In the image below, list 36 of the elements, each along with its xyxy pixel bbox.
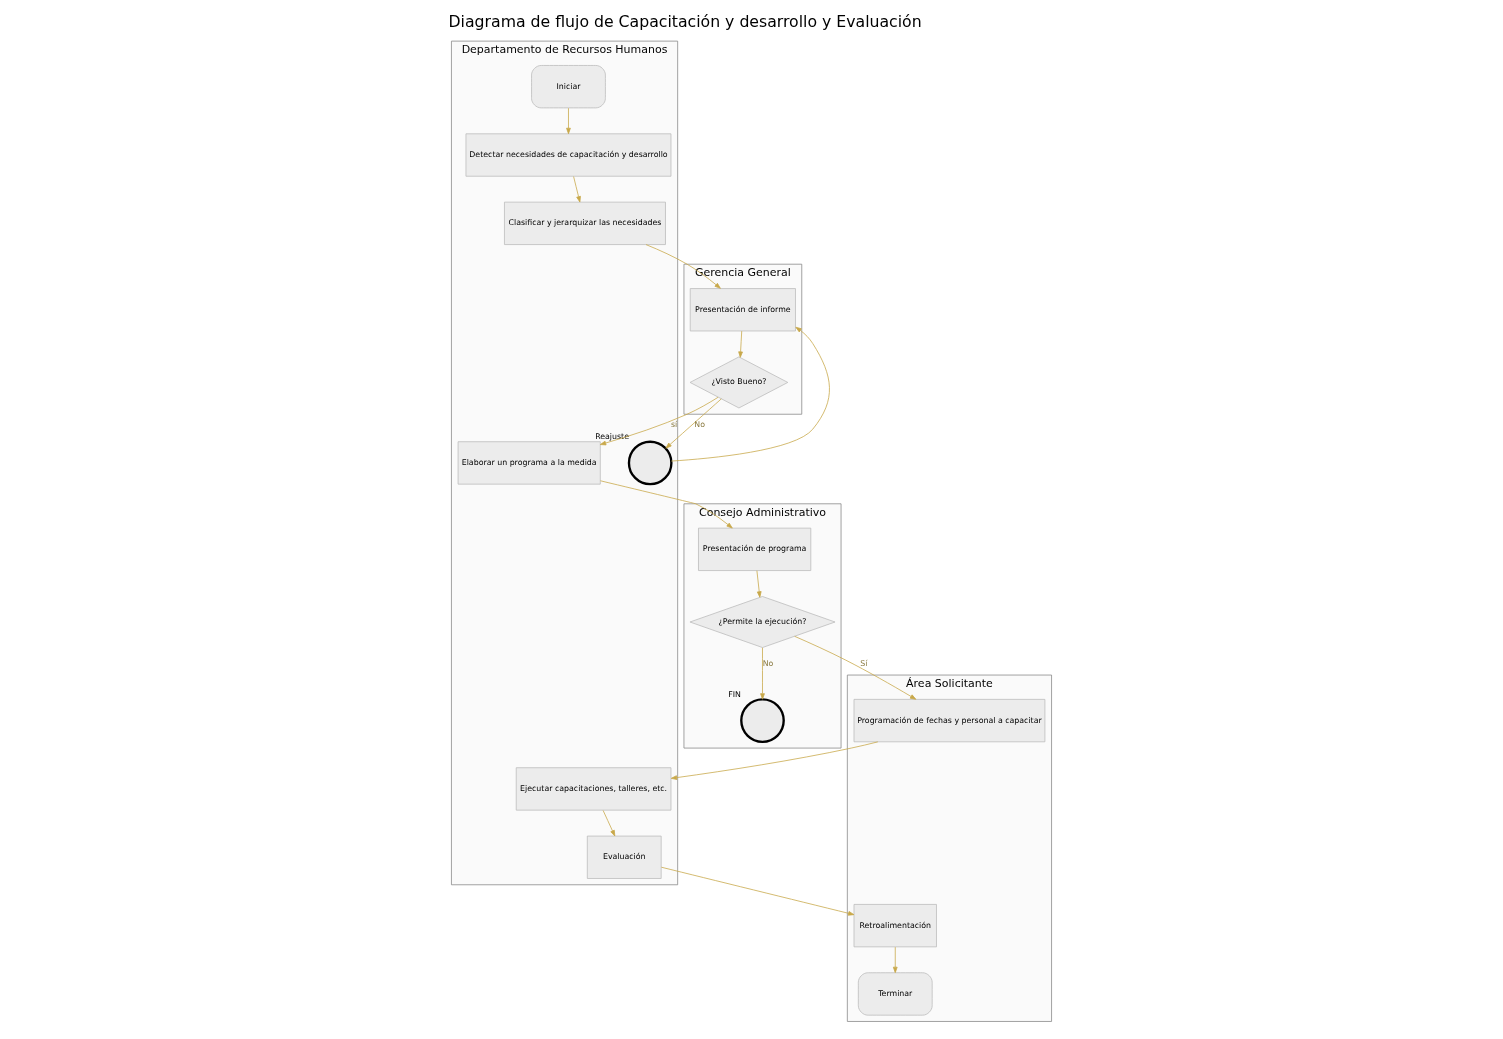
node-box: Elaborar un programa a la medida bbox=[457, 441, 601, 485]
node-box: Evaluación bbox=[586, 835, 662, 879]
arrow bbox=[645, 244, 721, 289]
arrow bbox=[599, 396, 719, 446]
node-circle bbox=[740, 698, 785, 743]
arrow bbox=[794, 635, 917, 700]
arrow bbox=[602, 810, 616, 837]
arrow bbox=[600, 480, 733, 529]
node-diamond: ¿Visto Bueno? bbox=[689, 356, 789, 409]
edge-label: No bbox=[762, 659, 774, 669]
node-box: Iniciar bbox=[531, 65, 606, 109]
node-label: Reajuste bbox=[595, 432, 630, 442]
arrow bbox=[760, 647, 765, 700]
arrow bbox=[670, 741, 879, 780]
diagram-title: Diagrama de flujo de Capacitación y desarrollo y Evaluación bbox=[448, 11, 922, 31]
arrow bbox=[756, 570, 762, 598]
node-box: Detectar necesidades de capacitación y desarrollo bbox=[465, 133, 672, 177]
edge-label: No bbox=[694, 419, 705, 429]
node-diamond: ¿Permite la ejecución? bbox=[689, 596, 836, 648]
node-box: Presentación de informe bbox=[689, 288, 796, 332]
node-box: Clasificar y jerarquizar las necesidades bbox=[504, 201, 666, 245]
node-box: Terminar bbox=[857, 972, 933, 1016]
arrow bbox=[573, 176, 581, 203]
node-box: Retroalimentación bbox=[853, 904, 937, 948]
edge-label: sí bbox=[670, 419, 678, 429]
node-box: Programación de fechas y personal a capacitar bbox=[853, 699, 1046, 743]
arrow bbox=[566, 107, 571, 135]
node-box: Ejecutar capacitaciones, talleres, etc. bbox=[515, 767, 672, 811]
arrow bbox=[660, 866, 855, 916]
arrow bbox=[892, 946, 898, 974]
arrow bbox=[665, 398, 722, 449]
node-label: FIN bbox=[728, 690, 741, 700]
arrow bbox=[738, 330, 743, 358]
arrow bbox=[670, 326, 830, 462]
node-box: Presentación de programa bbox=[698, 527, 812, 571]
edge-label: Sí bbox=[860, 659, 868, 669]
